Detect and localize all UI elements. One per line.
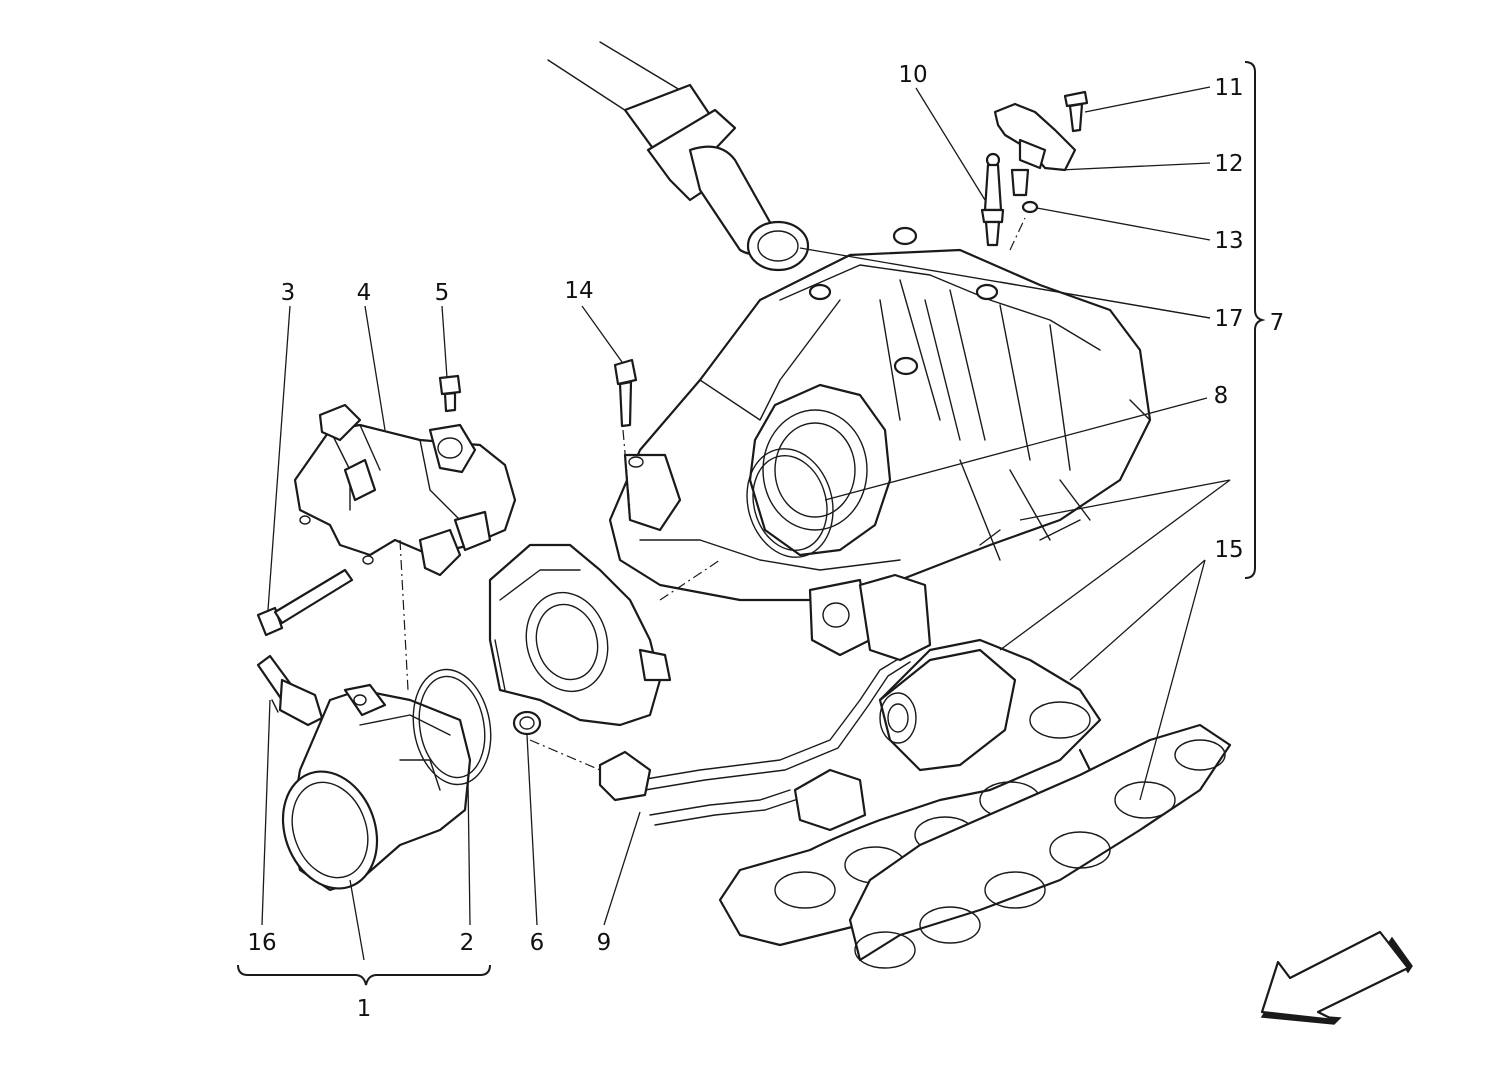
callout-11: 11 xyxy=(1214,75,1243,101)
temperature-sensor xyxy=(980,152,1005,247)
callout-4: 4 xyxy=(357,280,372,306)
callout-10: 10 xyxy=(898,62,927,88)
callout-2: 2 xyxy=(460,930,475,956)
mounting-bracket xyxy=(293,403,517,577)
callout-7: 7 xyxy=(1270,310,1285,336)
leader-lines xyxy=(261,86,1231,961)
group-bracket-1 xyxy=(237,964,491,986)
callout-6: 6 xyxy=(530,930,545,956)
throttle-body xyxy=(488,543,672,727)
air-temp-sensor xyxy=(256,654,324,727)
callout-14: 14 xyxy=(564,278,593,304)
housing-o-ring xyxy=(412,668,492,786)
callout-16: 16 xyxy=(247,930,276,956)
callout-17: 17 xyxy=(1214,306,1243,332)
direction-arrow-icon xyxy=(1260,930,1413,1025)
wiring-harness xyxy=(598,573,932,832)
bracket-bolt xyxy=(438,374,462,413)
callout-12: 12 xyxy=(1214,151,1243,177)
callout-13: 13 xyxy=(1214,228,1243,254)
callout-9: 9 xyxy=(597,930,612,956)
tumble-actuator xyxy=(878,648,1017,772)
callout-5: 5 xyxy=(435,280,450,306)
callout-8: 8 xyxy=(1214,383,1229,409)
throttle-seal xyxy=(746,448,834,558)
throttle-housing xyxy=(281,683,472,892)
group-bracket-7 xyxy=(1244,61,1266,579)
pressure-sensor-assembly xyxy=(993,90,1089,214)
long-bolt xyxy=(256,568,354,637)
manifold-gasket-lower xyxy=(848,723,1232,969)
manifold-bolt xyxy=(613,358,638,428)
intake-pipe xyxy=(547,41,810,272)
callout-3: 3 xyxy=(281,280,296,306)
callout-labels: 1 2 3 4 5 6 7 8 9 10 11 12 13 14 15 16 1… xyxy=(247,62,1284,1022)
callout-15: 15 xyxy=(1214,537,1243,563)
throttle-plug xyxy=(512,710,542,736)
callout-1: 1 xyxy=(357,996,372,1022)
